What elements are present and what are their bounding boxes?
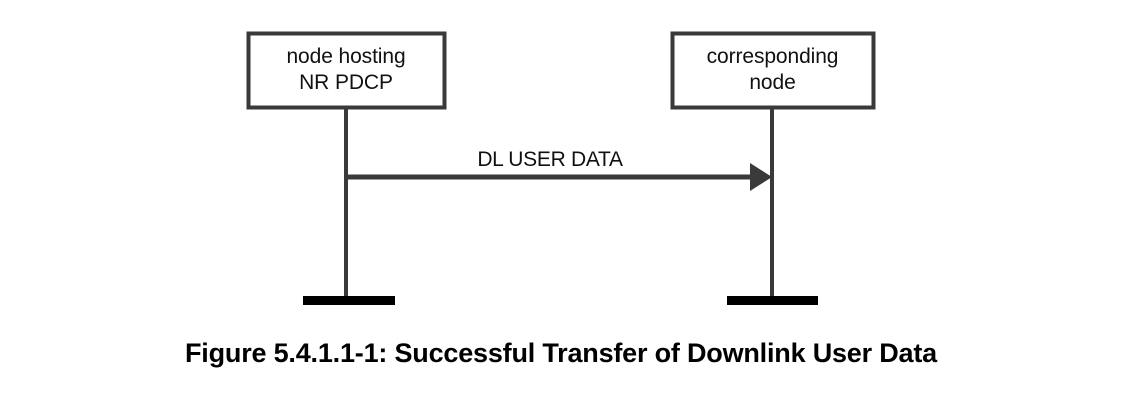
- message-arrowhead-dl-user-data: [750, 163, 772, 191]
- node-box-corresponding-node: [670, 31, 876, 110]
- terminator-bar-corresponding-node: [727, 296, 818, 305]
- figure-caption: Figure 5.4.1.1-1: Successful Transfer of…: [185, 338, 937, 368]
- terminator-bar-node-hosting-nr-pdcp: [303, 296, 395, 305]
- node-box-node-hosting-nr-pdcp: [246, 31, 447, 110]
